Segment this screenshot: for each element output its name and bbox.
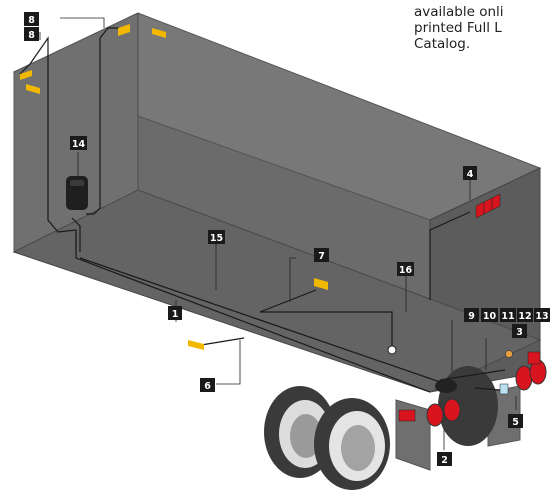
wire-junction-white (387, 345, 397, 355)
callout-13: 13 (534, 308, 550, 322)
callout-8-top: 8 (24, 12, 39, 26)
caption-line-3: Catalog. (414, 36, 471, 52)
wiring-harness (19, 27, 506, 393)
svg-text:2: 2 (441, 455, 448, 466)
callout-7: 7 (314, 248, 329, 262)
svg-text:1: 1 (172, 309, 179, 320)
sensor-box (66, 176, 88, 210)
wire-junction-amber (505, 350, 513, 358)
svg-text:14: 14 (72, 139, 86, 150)
amber-marker-lights (20, 24, 328, 350)
wheels (264, 366, 498, 490)
svg-text:11: 11 (501, 311, 514, 322)
connector-plug (435, 379, 457, 393)
svg-text:15: 15 (210, 233, 223, 244)
svg-text:5: 5 (512, 417, 519, 428)
callout-8-side: 8 (24, 27, 39, 41)
callout-2: 2 (437, 452, 452, 466)
svg-text:7: 7 (318, 251, 325, 262)
svg-text:12: 12 (518, 311, 531, 322)
svg-text:16: 16 (399, 265, 413, 276)
callout-14: 14 (70, 136, 87, 150)
caption-line-2: printed Full L (414, 20, 502, 36)
rear-clearance-lights (475, 193, 501, 219)
caption-line-1: available onli (414, 4, 504, 20)
callout-leaders (39, 17, 517, 450)
callout-16: 16 (397, 262, 414, 276)
license-light (499, 383, 509, 395)
svg-text:6: 6 (204, 381, 211, 392)
trailer-wiring-diagram: 8 8 14 15 7 16 4 1 (12, 12, 550, 490)
callout-labels: 8 8 14 15 7 16 4 1 (24, 12, 550, 466)
tail-lights (398, 351, 547, 427)
svg-text:4: 4 (467, 169, 474, 180)
callout-11: 11 (500, 308, 516, 322)
svg-text:9: 9 (468, 311, 475, 322)
callout-15: 15 (208, 230, 225, 244)
trailer-body (12, 12, 542, 393)
callout-5: 5 (508, 414, 523, 428)
svg-text:8: 8 (28, 30, 35, 41)
caption-text: available onli printed Full L Catalog. (414, 4, 554, 52)
svg-text:8: 8 (28, 15, 35, 26)
callout-3: 3 (512, 324, 527, 338)
callout-9: 9 (464, 308, 479, 322)
callout-1: 1 (168, 306, 182, 320)
svg-text:10: 10 (483, 311, 497, 322)
svg-text:3: 3 (516, 327, 523, 338)
callout-4: 4 (463, 166, 477, 180)
callout-6: 6 (200, 378, 215, 392)
callout-10: 10 (481, 308, 498, 322)
callout-12: 12 (517, 308, 533, 322)
svg-text:13: 13 (535, 311, 548, 322)
